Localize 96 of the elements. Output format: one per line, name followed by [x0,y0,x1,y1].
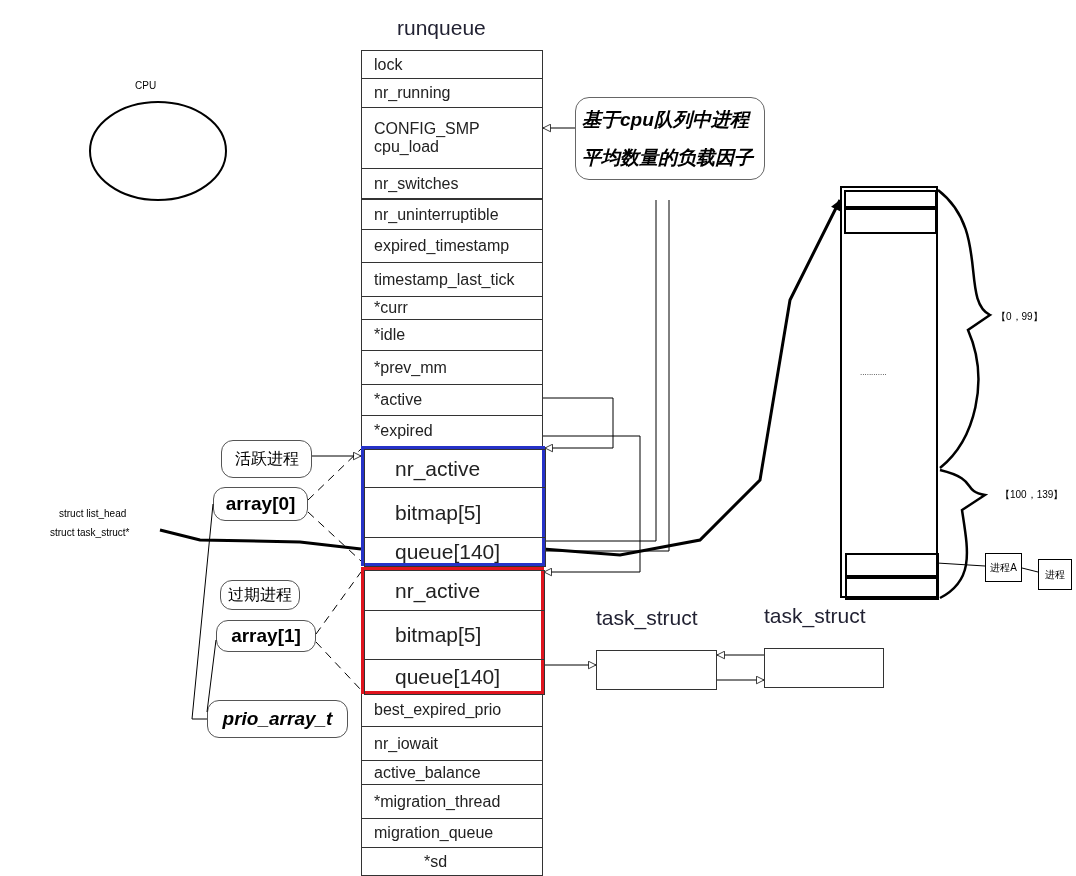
ellipsis-text: ............ [860,368,887,377]
field-name: *curr [374,299,409,317]
table-row [361,262,543,297]
rounded-label-box [216,620,316,652]
callout-bubble [575,97,765,180]
bubble-text: prio_array_t [222,708,333,730]
table-row [361,296,543,320]
array-slot [845,577,939,600]
table-row [361,415,543,447]
bubble-text: array[0] [225,493,296,515]
dashed-line [315,641,362,691]
table-row [361,107,543,169]
table-row [361,384,543,416]
arrow [542,123,576,133]
connector-line [206,639,217,713]
connector-line [191,503,214,720]
table-row [364,487,546,538]
table-row [361,78,543,108]
struct-frame [361,446,545,566]
field-name: *expired [374,422,434,440]
bubble-text: 过期进程 [228,584,292,605]
process-name: 进程A [990,560,1017,575]
field-name: *prev_mm [374,358,448,377]
field-name: expired_timestamp [374,237,511,255]
field-name: lock [374,55,404,74]
rounded-label-box [213,487,308,521]
connector-line [159,528,362,551]
field-name: nr_uninterruptible [374,205,500,224]
range-label: 【0，99】 [996,310,1043,324]
field-name: nr_iowait [374,734,440,753]
table-row [361,818,543,848]
table-row [361,168,543,199]
field-name: queue[140] [395,540,502,564]
table-row [361,50,543,79]
table-row [361,199,543,230]
speech-bubble [221,440,312,478]
field-name: *active [374,391,424,409]
field-name: best_expired_prio [374,700,503,719]
table-row [361,726,543,761]
bubble-text: array[1] [231,625,301,647]
array-slot [845,553,939,577]
field-name: cpu_load [374,138,440,156]
field-name: *sd [424,852,449,871]
field-name: *idle [374,326,407,344]
table-row [361,229,543,263]
rounded-label-box [207,700,348,738]
field-name: timestamp_last_tick [374,270,516,289]
field-name: nr_switches [374,174,460,193]
connector-line [1021,567,1039,573]
table-row [361,692,543,727]
dashed-line [315,571,362,635]
speech-bubble [220,580,300,610]
table-row [361,784,543,819]
process-name: 进程 [1045,567,1065,582]
array-slot [844,208,937,234]
process-box [1038,559,1072,590]
struct-title: task_struct [596,606,698,630]
struct-title: task_struct [764,604,866,628]
table-row [364,570,545,611]
field-name: CONFIG_SMP [374,120,481,138]
arrow [311,451,362,461]
field-name: bitmap[5] [395,500,483,525]
arrow [716,650,765,660]
connector-line [936,562,986,567]
field-name: nr_active [395,456,482,481]
field-name: bitmap[5] [395,623,483,647]
field-name: active_balance [374,763,482,782]
priority-array-column [840,186,938,598]
type-note: struct list_head [59,508,127,519]
table-row [361,350,543,385]
table-row [364,537,546,567]
table-row [364,449,546,488]
arrow [542,397,614,453]
field-name: *migration_thread [374,792,502,811]
arrow [716,675,765,685]
dashed-line [307,511,362,562]
table-row [364,659,545,695]
dashed-line [307,448,362,501]
cpu-label: CPU [135,80,157,91]
table-row [361,760,543,785]
struct-title: runqueue [397,16,486,40]
callout-text: 基于cpu队列中进程平均数量的负载因子 [582,107,756,170]
array-slot [844,190,937,208]
bubble-text: 活跃进程 [234,448,299,469]
field-name: queue[140] [395,665,502,689]
field-name: nr_running [374,84,452,102]
process-box [985,553,1022,582]
field-name: migration_queue [374,824,495,842]
arrow [542,435,641,577]
field-name: nr_active [395,578,482,603]
struct-frame [361,567,544,694]
range-label: 【100，139】 [1000,488,1064,502]
table-row [364,610,545,660]
table-row [361,319,543,351]
table-row [361,847,543,876]
type-note: struct task_struct* [50,527,130,538]
